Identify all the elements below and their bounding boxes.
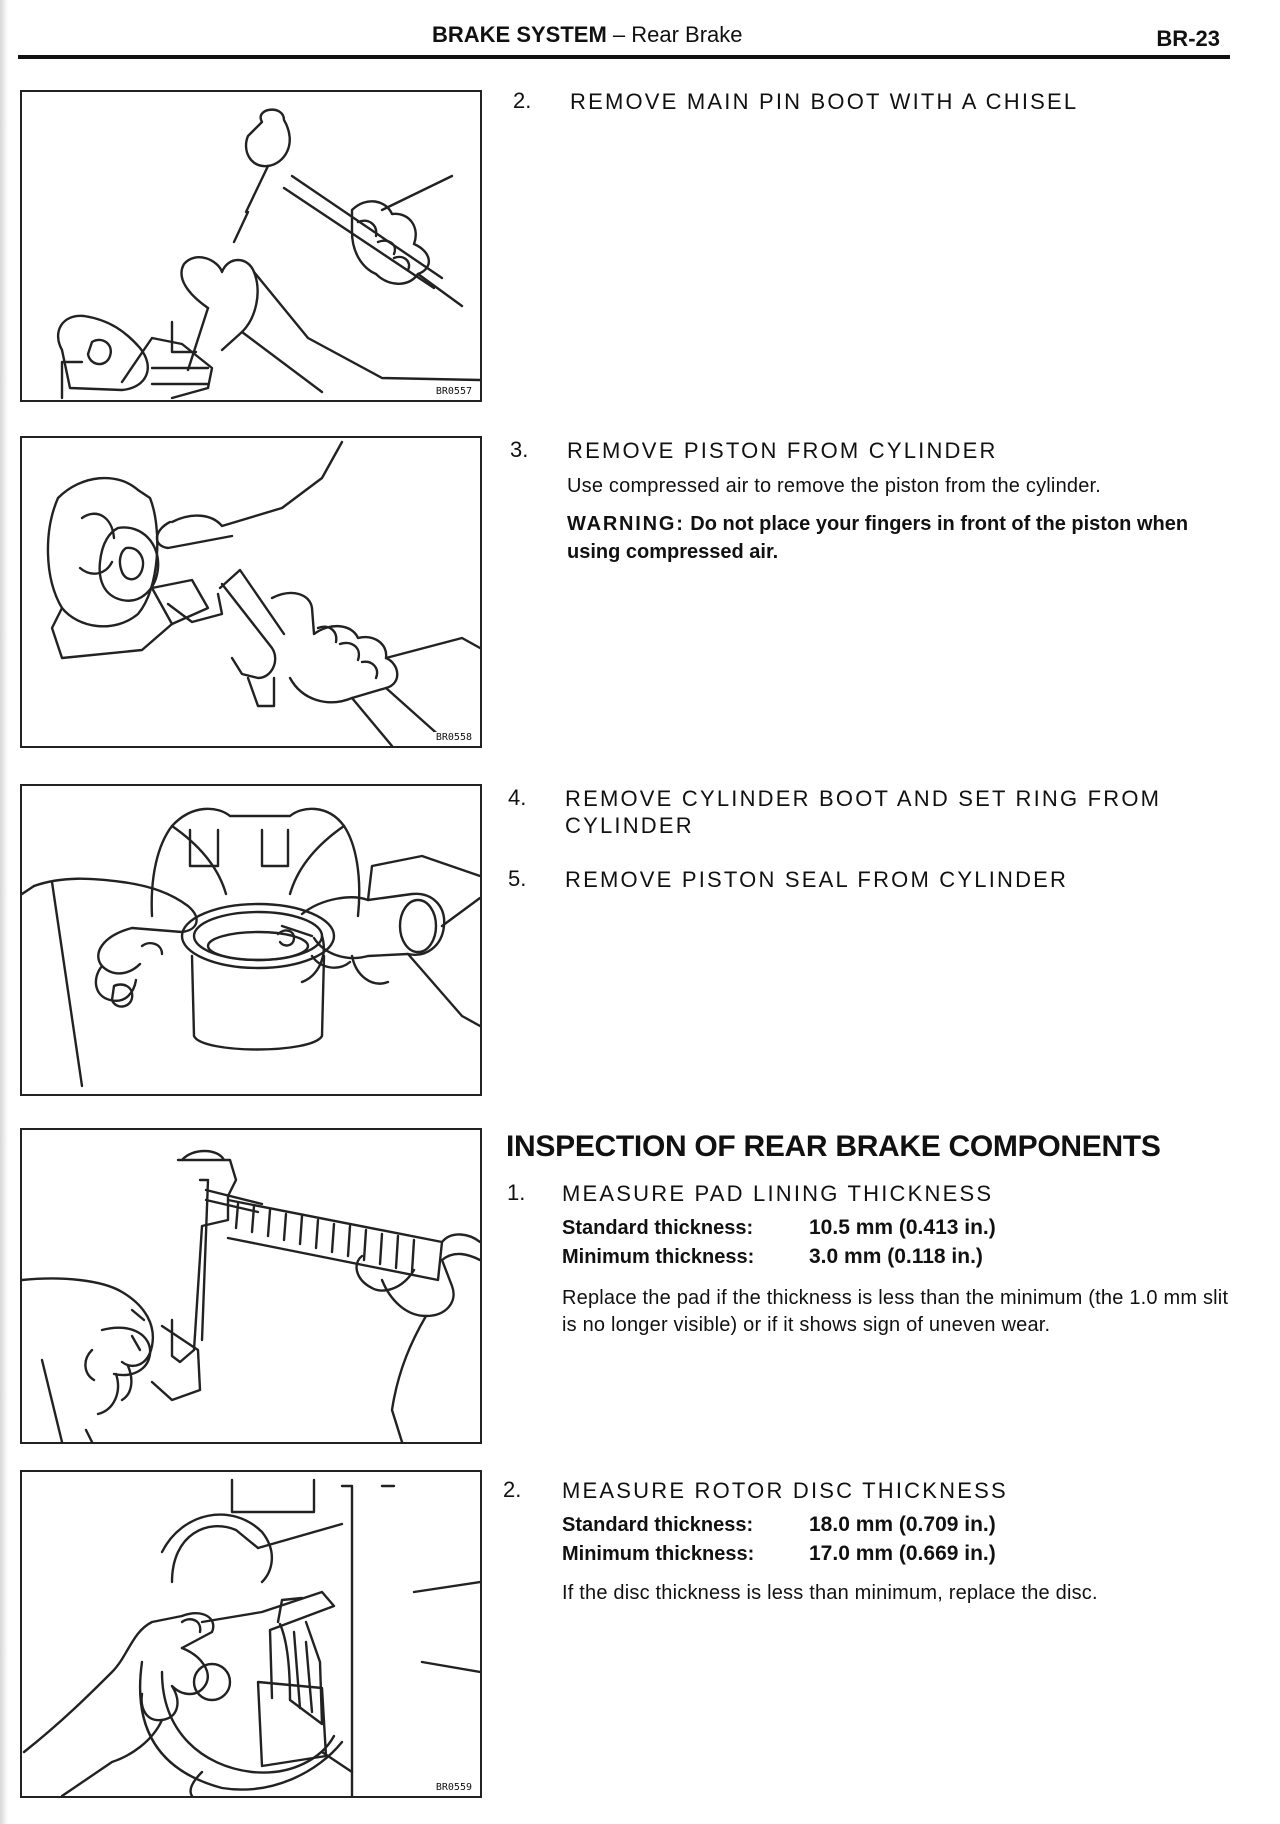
cylinder-boot-removal-illustration-icon — [22, 807, 480, 1088]
inspection-1-title: MEASURE PAD LINING THICKNESS — [562, 1181, 994, 1206]
step-3-title: REMOVE PISTON FROM CYLINDER — [567, 438, 998, 463]
figure-piston-removal: BR0558 — [20, 436, 482, 748]
figure-pad-lining-measurement — [20, 1128, 482, 1444]
rotor-standard-value: 18.0 mm (0.709 in.) — [809, 1513, 996, 1536]
inspection-2-number: 2. — [503, 1477, 522, 1502]
pad-standard-label: Standard thickness: — [562, 1217, 754, 1239]
step-3-number: 3. — [510, 437, 529, 462]
header-section-name: BRAKE SYSTEM — [432, 22, 607, 47]
figure-code: BR0558 — [433, 732, 474, 743]
step-4-number: 4. — [508, 785, 527, 810]
inspection-2-title: MEASURE ROTOR DISC THICKNESS — [562, 1478, 1008, 1503]
figure-code: BR0557 — [433, 386, 474, 397]
compressed-air-gun-illustration-icon — [46, 440, 480, 746]
figure-cylinder-boot-removal — [20, 784, 482, 1096]
rotor-minimum-label: Minimum thickness: — [562, 1543, 755, 1565]
page-number: BR-23 — [1156, 26, 1220, 51]
pad-replacement-note: Replace the pad if the thickness is less… — [562, 1287, 1229, 1336]
figure-code: BR0559 — [433, 1782, 474, 1793]
header-rule — [18, 55, 1230, 59]
step-5-number: 5. — [508, 866, 527, 891]
warning-text: Do not place your fingers in front of th… — [567, 513, 1189, 563]
pad-minimum-value: 3.0 mm (0.118 in.) — [809, 1245, 983, 1268]
vernier-caliper-pad-illustration-icon — [22, 1149, 480, 1442]
pad-standard-value: 10.5 mm (0.413 in.) — [809, 1216, 996, 1239]
step-4-title: REMOVE CYLINDER BOOT AND SET RING FROM C… — [565, 786, 1162, 838]
figure-main-pin-boot-removal: BR0557 — [20, 90, 482, 402]
header-subsection-name: – Rear Brake — [606, 22, 743, 47]
figure-rotor-disc-measurement: BR0559 — [20, 1470, 482, 1798]
rotor-standard-label: Standard thickness: — [562, 1514, 754, 1536]
step-2-title: REMOVE MAIN PIN BOOT WITH A CHISEL — [570, 89, 1079, 114]
inspection-1-number: 1. — [507, 1180, 526, 1205]
micrometer-rotor-illustration-icon — [22, 1478, 480, 1796]
page-header-title: BRAKE SYSTEM – Rear Brake — [432, 22, 743, 48]
hammer-chisel-illustration-icon — [56, 108, 480, 400]
step-3-body: Use compressed air to remove the piston … — [567, 475, 1102, 497]
page-scan-edge — [0, 0, 8, 1824]
step-2-number: 2. — [513, 88, 532, 113]
pad-minimum-label: Minimum thickness: — [562, 1246, 755, 1268]
rotor-replacement-note: If the disc thickness is less than minim… — [562, 1582, 1098, 1604]
warning-label: WARNING: — [567, 513, 685, 535]
step-5-title: REMOVE PISTON SEAL FROM CYLINDER — [565, 867, 1069, 892]
section-heading-inspection: INSPECTION OF REAR BRAKE COMPONENTS — [506, 1130, 1161, 1163]
step-3-warning: WARNING: Do not place your fingers in fr… — [567, 510, 1227, 566]
rotor-minimum-value: 17.0 mm (0.669 in.) — [809, 1542, 996, 1565]
